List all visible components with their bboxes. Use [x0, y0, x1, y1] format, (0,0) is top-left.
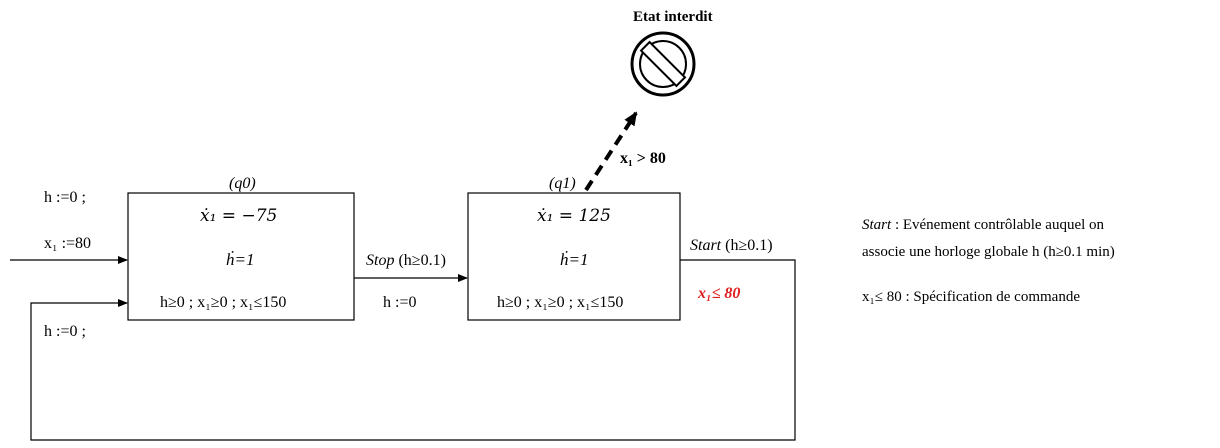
state-q0-dynamics-h: ḣ=1 — [226, 250, 255, 269]
start-transition-label: Start (h≥0.1) — [690, 238, 773, 254]
start-loop-line — [30, 259, 796, 441]
state-q1-dynamics-x: ẋ₁ = 125 — [537, 206, 611, 226]
spec-label: x₁≤ 80 — [698, 285, 741, 302]
forbidden-sign-icon — [630, 31, 696, 97]
legend-spec: x₁≤ 80 : Spécification de commande — [862, 290, 1080, 305]
forbidden-state-title: Etat interdit — [633, 9, 713, 25]
start-event: Start — [690, 237, 722, 254]
initial-reset-x: x₁ :=80 — [44, 235, 92, 252]
state-q1-name: (q1) — [549, 175, 576, 192]
state-q1-invariant: h≥0 ; x₁≥0 ; x₁≤150 — [497, 294, 624, 311]
legend-start-term: Start — [862, 217, 892, 233]
state-q0-box — [127, 192, 355, 321]
stop-transition-label: Stop (h≥0.1) — [366, 253, 446, 269]
forbidden-guard-label: x₁ > 80 — [620, 150, 666, 167]
state-q0-name: (q0) — [229, 175, 256, 192]
initial-reset-h: h :=0 ; — [44, 189, 86, 206]
stop-event: Stop — [366, 252, 395, 269]
state-q1-box — [467, 192, 681, 321]
legend-spec-term: x₁≤ 80 — [862, 289, 902, 305]
legend-start: Start : Evénement contrôlable auquel on — [862, 218, 1104, 233]
loop-reset-h: h :=0 ; — [44, 323, 86, 340]
legend-start-text: : Evénement contrôlable auquel on — [891, 217, 1105, 233]
start-guard: (h≥0.1) — [725, 237, 773, 254]
stop-reset: h :=0 — [383, 294, 417, 311]
stop-guard: (h≥0.1) — [398, 252, 446, 269]
legend-spec-text: : Spécification de commande — [901, 289, 1080, 305]
legend-start-line2: associe une horloge globale h (h≥0.1 min… — [862, 244, 1115, 260]
state-q0-dynamics-x: ẋ₁ = −75 — [200, 206, 278, 226]
state-q0-invariant: h≥0 ; x₁≥0 ; x₁≤150 — [160, 294, 287, 311]
forbidden-transition-arrow — [584, 111, 638, 192]
state-q1-dynamics-h: ḣ=1 — [560, 250, 589, 269]
